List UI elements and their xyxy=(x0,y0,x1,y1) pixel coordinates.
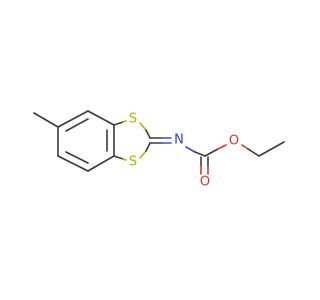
ring-bond-4 xyxy=(87,155,115,172)
ring-bond-5 xyxy=(57,155,89,172)
s-top-c2-bond-b xyxy=(145,129,151,139)
s-top-c-bond-a xyxy=(122,120,127,123)
atom-s-top: S xyxy=(129,112,137,127)
atom-o-carbonyl: O xyxy=(200,175,210,190)
ring-double-1 xyxy=(65,118,89,132)
n-c-bond-a xyxy=(185,146,196,153)
atom-o-ester: O xyxy=(229,134,239,149)
s-bottom-c2-bond-b xyxy=(145,142,151,152)
s-bottom-c2-bond xyxy=(139,150,147,159)
o-ch2-bond-a xyxy=(241,144,249,150)
c-s-bottom-bond xyxy=(113,155,124,160)
n-c-bond-b xyxy=(194,151,206,157)
ring-bond-1 xyxy=(57,110,89,128)
methyl-bond xyxy=(33,112,59,128)
structure-diagram: S S N O O xyxy=(33,110,285,190)
atom-s-bottom: S xyxy=(129,155,137,170)
o-ch2-bond-b xyxy=(247,148,260,157)
c-o-ester-bond-b xyxy=(217,144,227,150)
s-bottom-c-bond-a xyxy=(122,158,127,161)
c-s-top-bond xyxy=(113,121,124,126)
ring-bond-2 xyxy=(87,110,115,126)
atom-n: N xyxy=(174,133,184,148)
ch2-ch3-bond xyxy=(258,141,285,157)
s-top-c2-bond xyxy=(139,122,147,131)
c-o-ester-bond-a xyxy=(204,148,219,157)
ring-double-3 xyxy=(65,151,89,164)
